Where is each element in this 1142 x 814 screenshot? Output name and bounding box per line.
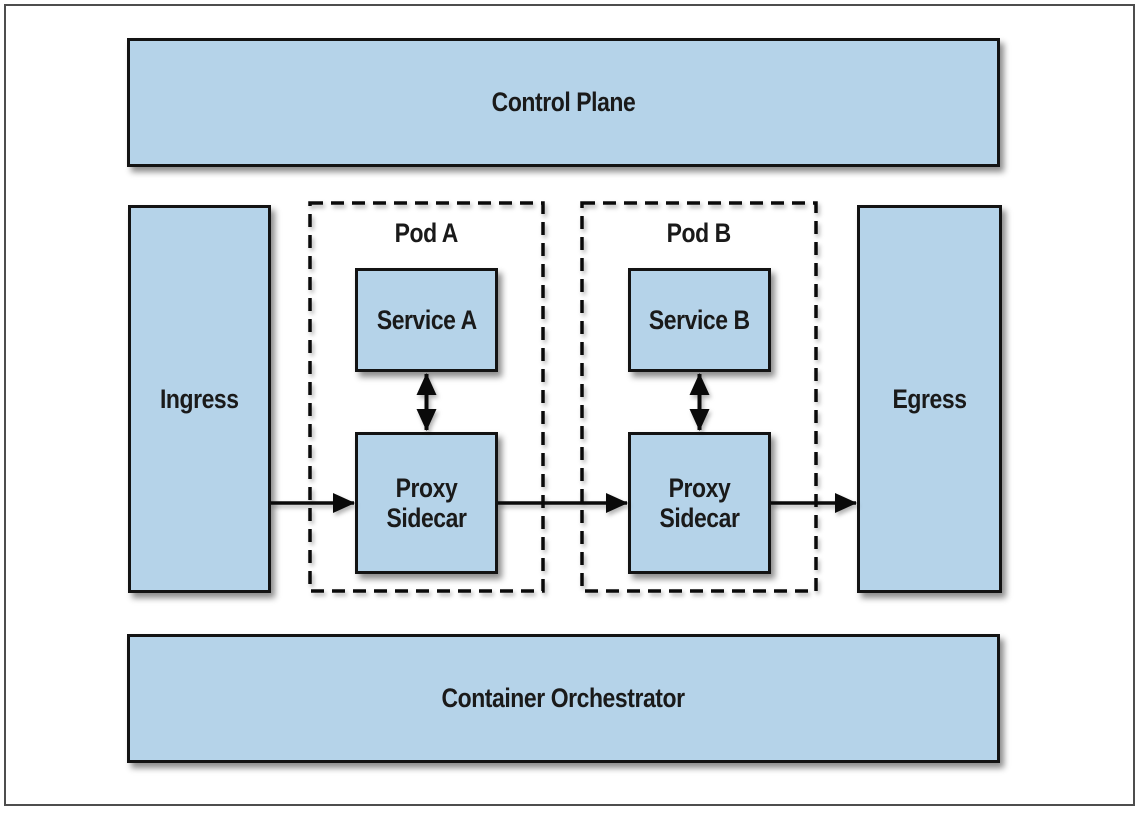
service-a-label: Service A <box>376 304 477 335</box>
service-b-label: Service B <box>649 304 750 335</box>
ingress-label: Ingress <box>160 383 239 414</box>
proxy-sidecar-b-label: Proxy Sidecar <box>659 472 740 533</box>
service-a-box: Service A <box>355 268 498 372</box>
ingress-box: Ingress <box>128 205 271 593</box>
control-plane-box: Control Plane <box>127 38 1000 167</box>
proxy-sidecar-b-box: Proxy Sidecar <box>628 432 771 574</box>
container-orchestrator-box: Container Orchestrator <box>127 634 1000 763</box>
service-b-box: Service B <box>628 268 771 372</box>
container-orchestrator-label: Container Orchestrator <box>441 683 686 714</box>
pod-b-label: Pod B <box>666 218 732 248</box>
egress-box: Egress <box>857 205 1002 593</box>
pod-a-label: Pod A <box>394 218 459 248</box>
egress-label: Egress <box>892 383 967 414</box>
proxy-sidecar-a-label: Proxy Sidecar <box>386 472 467 533</box>
figure-frame <box>4 4 1135 806</box>
control-plane-label: Control Plane <box>491 87 636 118</box>
proxy-sidecar-a-box: Proxy Sidecar <box>355 432 498 574</box>
